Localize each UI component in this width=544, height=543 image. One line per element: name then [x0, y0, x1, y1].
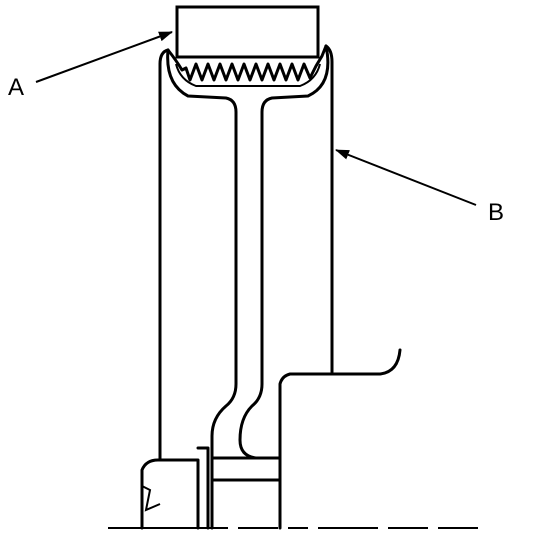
- callout-label-b: B: [488, 199, 504, 226]
- flange-plate: [196, 446, 210, 530]
- seal-lower-curve: [166, 48, 238, 462]
- leader-arrow-a: [35, 31, 173, 83]
- housing-right-wall: [324, 44, 334, 374]
- shoulder-step: [278, 348, 402, 530]
- leader-arrow-b: [335, 149, 477, 206]
- top-block: [175, 5, 320, 59]
- callout-label-a: A: [8, 74, 24, 101]
- bolt-head-detail: [141, 485, 161, 512]
- seal-inner-lip: [175, 63, 321, 87]
- seal-lower-curve-right: [238, 44, 330, 460]
- bolt-head: [140, 458, 200, 530]
- housing-left-wall: [158, 48, 170, 462]
- seal-teeth: [166, 44, 328, 82]
